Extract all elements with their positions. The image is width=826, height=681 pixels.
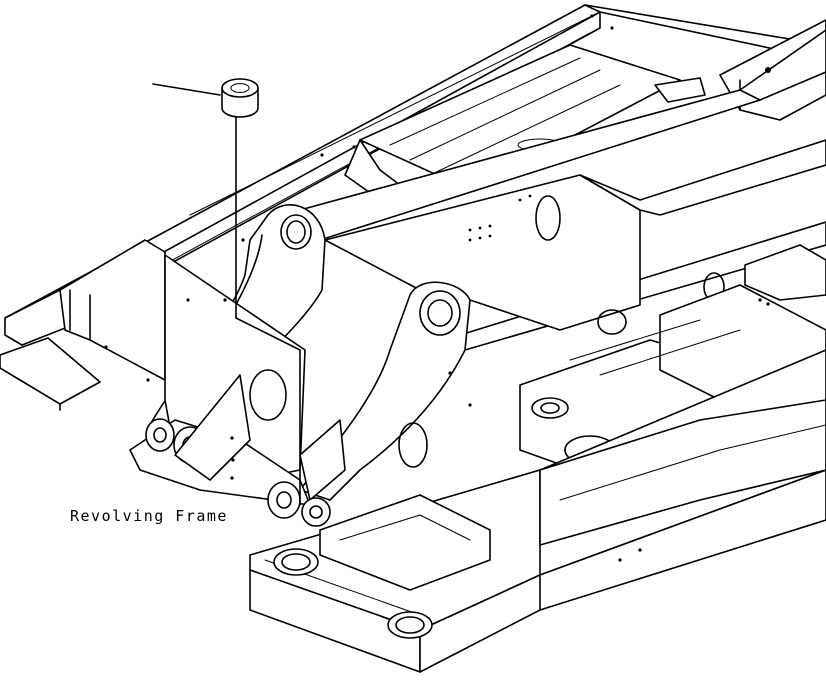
bushing-part bbox=[221, 78, 259, 118]
front-deck bbox=[249, 349, 826, 673]
cylinder-mounts bbox=[129, 254, 346, 527]
leader-lines bbox=[152, 83, 301, 506]
hardware-dots bbox=[104, 14, 770, 562]
rear-left-deck bbox=[0, 4, 601, 411]
revolving-frame-label: Revolving Frame bbox=[70, 507, 228, 525]
